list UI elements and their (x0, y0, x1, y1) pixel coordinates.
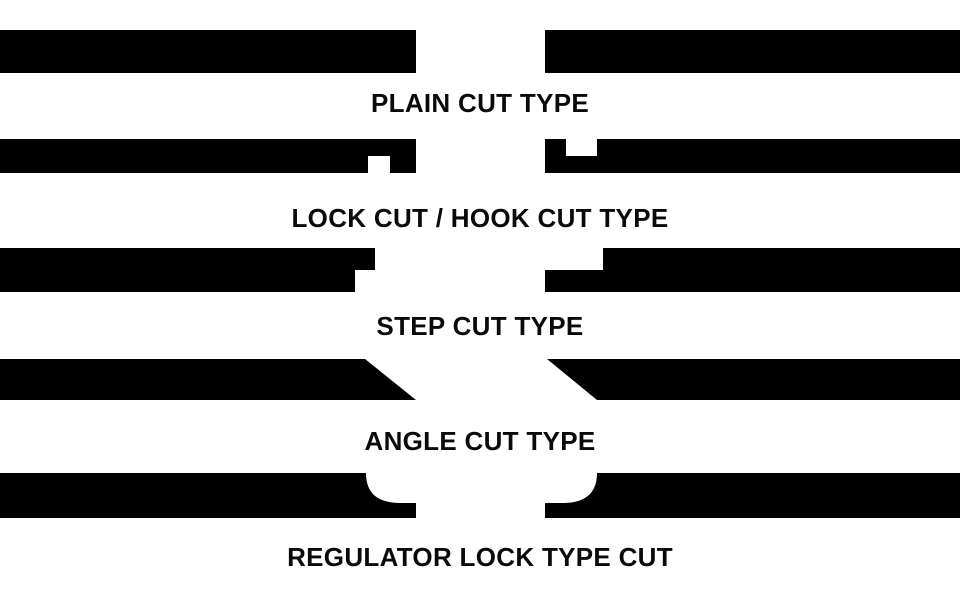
label-step-cut: STEP CUT TYPE (376, 311, 584, 341)
plain-cut-left-piece (0, 30, 416, 73)
regulator-lock-cut-right-piece (545, 473, 960, 518)
row-angle-cut (0, 359, 960, 400)
lock-hook-cut-profile (0, 139, 960, 173)
row-step-cut (0, 248, 960, 292)
plain-cut-profile (0, 30, 960, 73)
lock-hook-cut-right-piece (545, 139, 960, 173)
step-cut-left-piece (0, 248, 375, 292)
angle-cut-profile (0, 359, 960, 400)
label-plain-cut: PLAIN CUT TYPE (371, 88, 589, 118)
angle-cut-left-piece (0, 359, 416, 400)
label-regulator-lock-cut: REGULATOR LOCK TYPE CUT (287, 542, 673, 572)
row-lock-hook-cut (0, 139, 960, 173)
row-regulator-lock-cut (0, 473, 960, 518)
regulator-lock-cut-left-piece (0, 473, 416, 518)
label-lock-hook-cut: LOCK CUT / HOOK CUT TYPE (291, 203, 669, 233)
plain-cut-right-piece (545, 30, 960, 73)
regulator-lock-cut-profile (0, 473, 960, 518)
row-plain-cut (0, 30, 960, 73)
angle-cut-right-piece (547, 359, 960, 400)
step-cut-right-piece (545, 248, 960, 292)
step-cut-profile (0, 248, 960, 292)
lock-hook-cut-left-piece (0, 139, 416, 173)
label-angle-cut: ANGLE CUT TYPE (364, 426, 596, 456)
